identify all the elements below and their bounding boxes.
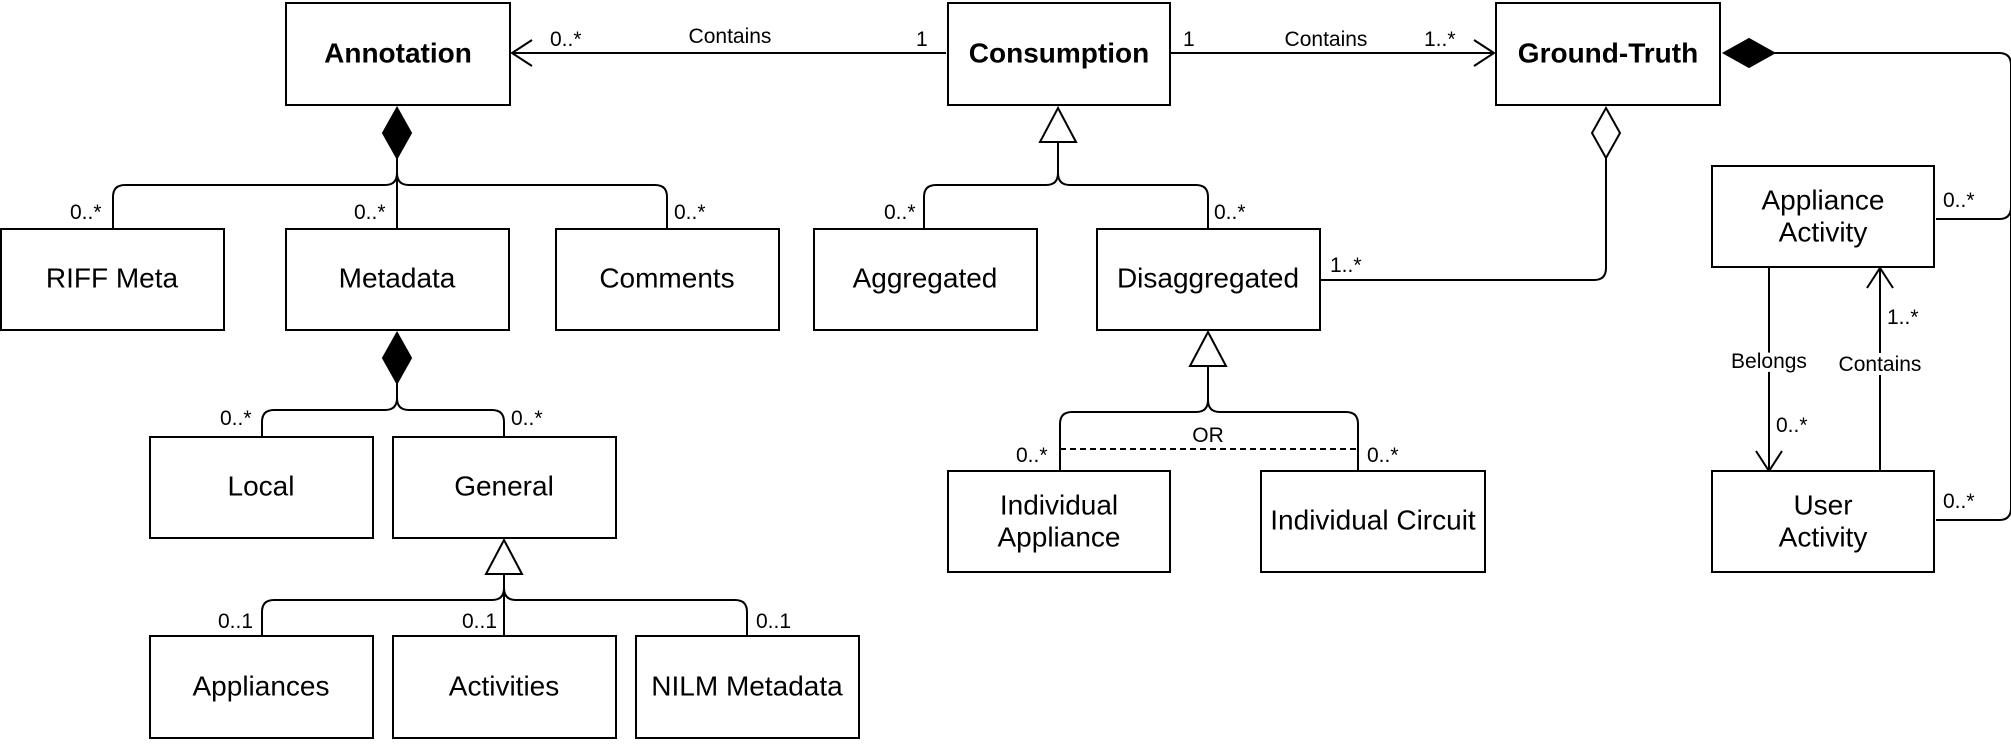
class-local[interactable]: Local [149,436,374,539]
class-disaggregated[interactable]: Disaggregated [1096,228,1321,331]
class-aggregated[interactable]: Aggregated [813,228,1038,331]
edge-consumption-aggregated [923,142,1059,229]
class-comments[interactable]: Comments [555,228,780,331]
mult-individual-circuit: 0..* [1367,444,1399,467]
mult-appliances: 0..1 [218,610,253,633]
edges [112,39,2011,636]
decorations [381,37,1777,575]
class-individual-circuit-label: Individual Circuit [1270,504,1476,535]
class-appliances-label: Appliances [193,670,330,701]
class-ground-truth-label: Ground-Truth [1518,37,1698,68]
mult-local: 0..* [220,407,252,430]
edge-disaggregated-individual-appliance [1059,366,1209,471]
mult-consumption-right: 1 [1183,28,1195,51]
class-appliances[interactable]: Appliances [149,635,374,739]
class-activities-label: Activities [449,670,559,701]
class-riff-meta[interactable]: RIFF Meta [0,228,225,331]
composition-diamond-ground-truth [1721,37,1777,69]
generalization-triangle-general [484,537,524,575]
mult-appliance-activity-ground-truth: 0..* [1943,189,1975,212]
edge-label-contains-ground-truth: Contains [1285,28,1368,51]
arrowhead-ground-truth [1473,39,1496,67]
mult-general: 0..* [511,407,543,430]
class-consumption[interactable]: Consumption [947,2,1171,106]
mult-consumption-left: 1 [916,28,928,51]
class-local-label: Local [228,470,295,501]
mult-annotation-end: 0..* [550,28,582,51]
class-user-activity-label-2: Activity [1779,521,1868,552]
composition-diamond-annotation [381,105,413,161]
class-comments-label: Comments [599,262,734,293]
edge-label-belongs: Belongs [1731,350,1807,373]
class-individual-circuit[interactable]: Individual Circuit [1260,470,1486,573]
mult-user-activity-ground-truth: 0..* [1943,490,1975,513]
edge-ground-truth-user-activity [1936,207,2011,521]
aggregation-diamond-ground-truth [1590,105,1622,161]
mult-disaggregated-ground-truth: 1..* [1330,254,1362,277]
class-nilm-metadata[interactable]: NILM Metadata [635,635,860,739]
edge-annotation-comments [396,158,668,229]
class-aggregated-label: Aggregated [853,262,998,293]
edge-label-contains-activity: Contains [1839,353,1922,376]
mult-comments: 0..* [674,201,706,224]
edge-labels: Contains Contains OR Belongs Contains [689,25,1926,447]
mult-contains-activity-end: 1..* [1887,306,1919,329]
class-annotation[interactable]: Annotation [285,2,511,106]
class-riff-meta-label: RIFF Meta [46,262,179,293]
class-individual-appliance-label-1: Individual [1000,489,1118,520]
class-metadata[interactable]: Metadata [285,228,510,331]
composition-diamond-metadata [381,330,413,386]
class-individual-appliance[interactable]: Individual Appliance [947,470,1171,573]
mult-disaggregated: 0..* [1214,201,1246,224]
edge-ground-truth-appliance-activity [1724,52,2011,220]
arrowhead-annotation [510,39,533,67]
class-activities[interactable]: Activities [392,635,617,739]
edge-disaggregated-individual-circuit [1207,366,1359,471]
mult-belongs-end: 0..* [1776,414,1808,437]
class-nilm-metadata-label: NILM Metadata [651,670,843,701]
generalization-triangle-consumption [1038,105,1078,143]
edge-metadata-general [396,383,505,437]
generalization-triangle-disaggregated [1188,329,1228,367]
class-appliance-activity-label-1: Appliance [1762,184,1885,215]
class-consumption-label: Consumption [969,37,1149,68]
multiplicities: 0..* 1 1 1..* 0..* 0..* 0..* 0..* 0..* 1… [70,28,1975,633]
mult-aggregated: 0..* [884,201,916,224]
edge-disaggregated-ground-truth [1321,158,1607,281]
class-annotation-label: Annotation [324,37,472,68]
edge-metadata-local [261,383,398,437]
class-ground-truth[interactable]: Ground-Truth [1495,2,1721,106]
mult-metadata: 0..* [354,201,386,224]
edge-consumption-disaggregated [1057,142,1209,229]
class-general[interactable]: General [392,436,617,539]
edge-label-contains-annotation: Contains [689,25,772,48]
class-disaggregated-label: Disaggregated [1117,262,1299,293]
class-user-activity-label-1: User [1793,489,1852,520]
edge-general-nilm-metadata [503,574,748,636]
class-user-activity[interactable]: User Activity [1711,470,1935,573]
class-appliance-activity[interactable]: Appliance Activity [1711,165,1935,268]
class-general-label: General [454,470,554,501]
class-appliance-activity-label-2: Activity [1779,216,1868,247]
class-metadata-label: Metadata [339,262,456,293]
mult-individual-appliance: 0..* [1016,444,1048,467]
edge-label-or: OR [1192,424,1224,447]
mult-nilm-metadata: 0..1 [756,610,791,633]
mult-riff-meta: 0..* [70,201,102,224]
mult-ground-truth-end: 1..* [1424,28,1456,51]
class-individual-appliance-label-2: Appliance [998,521,1121,552]
mult-activities: 0..1 [462,610,497,633]
